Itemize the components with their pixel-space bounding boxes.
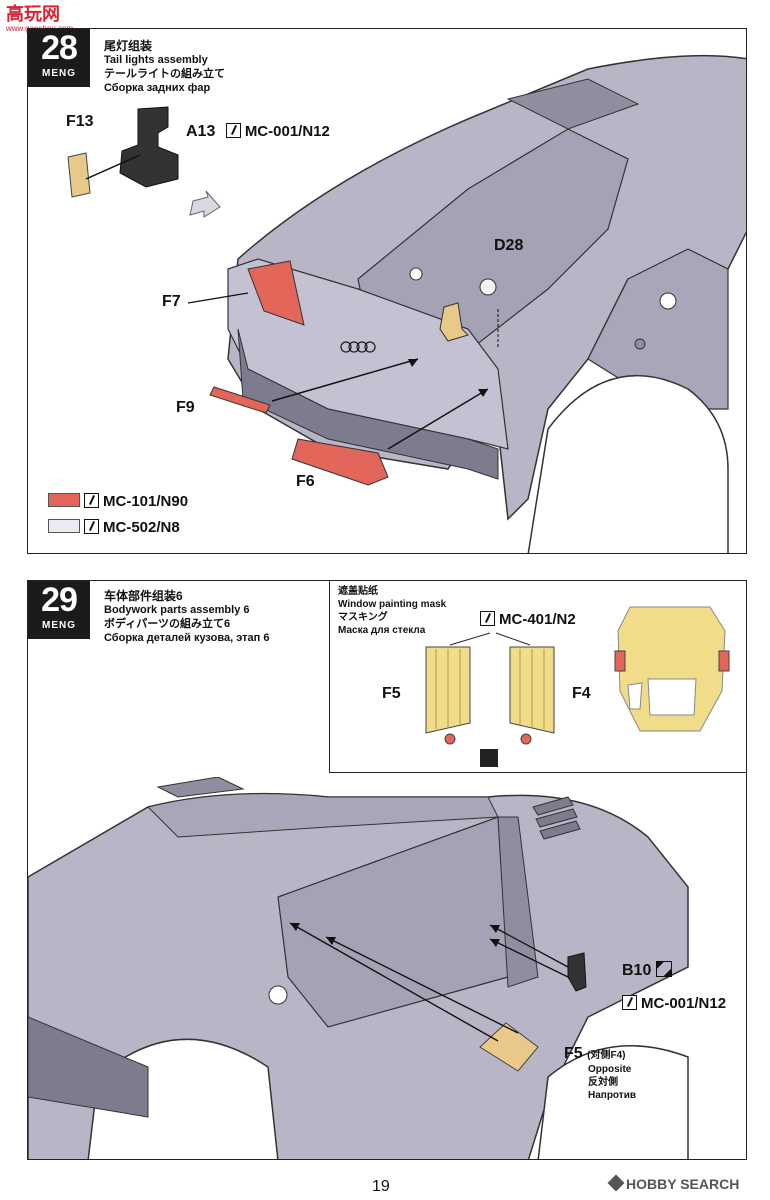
mask-titles: 遮盖贴纸 Window painting mask マスキング Маска дл… <box>338 585 446 637</box>
title-cn: 尾灯组装 <box>104 39 153 53</box>
swatch-light <box>48 519 80 533</box>
bowtie-icon <box>655 961 672 977</box>
paint-brush-icon <box>622 995 637 1010</box>
mask-title-cn: 遮盖贴纸 <box>338 586 378 597</box>
label-a13: A13 <box>186 123 216 140</box>
mask-title-en: Window painting mask <box>338 599 447 610</box>
title-ru: Сборка деталей кузова, этап 6 <box>104 632 270 644</box>
label-f5-group: F5 (对侧F4) Opposite 反対側 Напротив <box>564 1045 636 1102</box>
label-d28: D28 <box>494 237 524 254</box>
step-29-badge: 29 MENG <box>28 581 90 639</box>
car-side-panel <box>587 248 729 410</box>
label-f13: F13 <box>66 113 94 130</box>
part-f5-shape <box>479 1022 539 1072</box>
page-number: 19 <box>372 1178 390 1195</box>
source-logo: HOBBY SEARCH <box>607 1174 740 1194</box>
brand-logo: MENG <box>42 68 76 79</box>
tail-light-f7 <box>247 260 305 326</box>
mask-code-group: MC-401/N2 <box>480 611 576 629</box>
part-b10-shape <box>567 952 587 992</box>
legend-code: MC-101/N90 <box>103 493 189 510</box>
knife-icon <box>480 749 498 767</box>
paint-brush-icon <box>84 519 99 534</box>
decal-f13 <box>67 152 91 198</box>
label-a13-group: A13 MC-001/N12 <box>186 123 330 141</box>
swatch-red <box>48 493 80 507</box>
title-ru: Сборка задних фар <box>104 82 211 94</box>
watermark-text: 高玩网 <box>6 4 60 24</box>
car-roof-top <box>147 793 499 838</box>
label-b10-group: B10 <box>622 961 672 980</box>
car-vents <box>532 796 581 840</box>
label-f5: F5 <box>564 1045 583 1062</box>
title-jp: テールライトの組み立て <box>104 68 225 80</box>
step-28-titles: 尾灯组装 Tail lights assembly テールライトの組み立て Сб… <box>104 39 225 95</box>
audi-rings-logo <box>340 341 376 353</box>
part-a13-shape <box>119 106 179 188</box>
title-en: Bodywork parts assembly 6 <box>104 604 250 616</box>
mask-subpanel: 遮盖贴纸 Window painting mask マスキング Маска дл… <box>329 581 746 773</box>
source-text: HOBBY SEARCH <box>626 1176 740 1192</box>
car-side-illustration <box>28 777 689 1159</box>
source-icon <box>607 1174 625 1192</box>
mask-diagram <box>425 606 730 767</box>
step-number: 29 <box>41 581 78 619</box>
car-rear-wheel-arch <box>537 1045 689 1159</box>
step-29-titles: 车体部件组装6 Bodywork parts assembly 6 ボディパーツ… <box>104 589 269 645</box>
title-cn: 车体部件组装6 <box>104 589 183 603</box>
mask-label-left: F5 <box>382 685 401 702</box>
reflector-f6 <box>291 438 389 486</box>
label-opposite-jp: 反対側 <box>588 1077 618 1088</box>
car-side-intake <box>497 816 539 988</box>
direction-arrow <box>189 190 221 218</box>
legend-code: MC-502/N8 <box>103 519 180 536</box>
car-rear-illustration <box>67 54 746 553</box>
brand-logo: MENG <box>42 620 76 631</box>
label-b10: B10 <box>622 962 652 979</box>
step-29-panel: 29 MENG 车体部件组装6 Bodywork parts assembly … <box>27 580 747 1160</box>
step-28-badge: 28 MENG <box>28 29 90 87</box>
bracket-part <box>439 302 469 342</box>
car-roof-panel <box>156 777 245 798</box>
reflector-f9 <box>209 386 271 414</box>
step-28-panel: 28 MENG 尾灯组装 Tail lights assembly テールライト… <box>27 28 747 554</box>
car-roof-panel <box>506 78 640 130</box>
paint-legend: MC-101/N90 MC-502/N8 <box>48 493 188 537</box>
paint-code-b10: MC-001/N12 <box>641 995 727 1012</box>
label-f9: F9 <box>176 399 195 416</box>
mask-code: MC-401/N2 <box>499 611 576 628</box>
mask-title-jp: マスキング <box>338 612 388 623</box>
title-en: Tail lights assembly <box>104 54 208 66</box>
label-f6: F6 <box>296 473 315 490</box>
car-diffuser <box>237 328 499 480</box>
part-d28-shape <box>479 278 497 296</box>
paint-brush-icon <box>84 493 99 508</box>
title-jp: ボディパーツの組み立て6 <box>104 618 231 630</box>
car-front-grille <box>28 1016 149 1118</box>
paint-code-a13: MC-001/N12 <box>244 123 330 140</box>
legend-item-light: MC-502/N8 <box>48 519 188 537</box>
mask-label-right: F4 <box>572 685 591 702</box>
label-f7: F7 <box>162 293 181 310</box>
mask-title-ru: Маска для стекла <box>338 625 426 636</box>
step-number: 28 <box>41 29 78 67</box>
car-door-opening <box>277 816 509 1028</box>
label-opposite-en: Opposite <box>588 1064 632 1075</box>
paint-brush-icon <box>480 611 495 626</box>
label-b10-code-group: MC-001/N12 <box>622 995 726 1013</box>
paint-brush-icon <box>225 123 241 138</box>
label-opposite-ru: Напротив <box>588 1090 636 1101</box>
car-wheel-arch <box>527 374 729 553</box>
label-f5-note: (对侧F4) <box>587 1050 626 1061</box>
legend-item-red: MC-101/N90 <box>48 493 188 511</box>
